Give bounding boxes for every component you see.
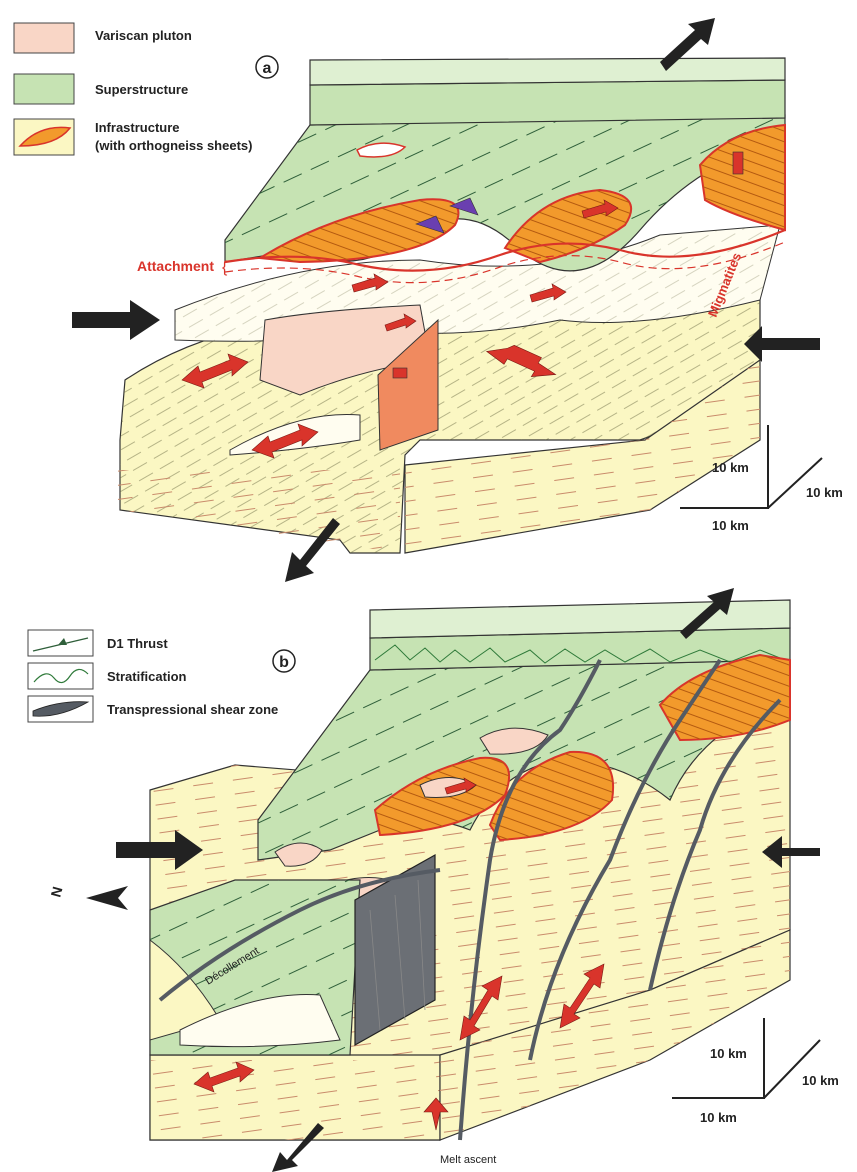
scale-a-horizontal: 10 km <box>712 518 749 533</box>
north-arrow: N <box>47 885 128 910</box>
panel-a-label: a <box>263 60 272 77</box>
superstructure-back <box>310 80 785 125</box>
legend-pluton-text: Variscan pluton <box>95 28 192 43</box>
panel-b-label: b <box>279 654 289 671</box>
legend-stratification-text: Stratification <box>107 669 187 684</box>
legend-infrastructure-subtext: (with orthogneiss sheets) <box>95 138 252 153</box>
legend-swatch-pluton <box>14 23 74 53</box>
scale-b-vertical: 10 km <box>710 1046 747 1061</box>
scale-a-depth: 10 km <box>806 485 843 500</box>
legend-a: Variscan pluton Superstructure Infrastru… <box>14 23 252 155</box>
melt-ascent-label: Melt ascent <box>440 1154 496 1166</box>
panel-a: Variscan pluton Superstructure Infrastru… <box>14 18 843 582</box>
north-arrow-icon <box>86 886 128 910</box>
scale-b-horizontal: 10 km <box>700 1110 737 1125</box>
attachment-label: Attachment <box>137 258 214 274</box>
scale-a-vertical: 10 km <box>712 460 749 475</box>
legend-swatch-superstructure <box>14 74 74 104</box>
legend-thrust-text: D1 Thrust <box>107 636 168 651</box>
panel-b: D1 Thrust Stratification Transpressional… <box>28 588 839 1172</box>
scale-b-depth: 10 km <box>802 1073 839 1088</box>
arrow-east-a <box>72 300 160 340</box>
svg-text:{: { <box>222 259 228 276</box>
legend-shear-text: Transpressional shear zone <box>107 702 278 717</box>
legend-superstructure-text: Superstructure <box>95 82 188 97</box>
legend-b: D1 Thrust Stratification Transpressional… <box>28 630 278 722</box>
north-label: N <box>47 885 65 899</box>
legend-swatch-stratification <box>28 663 93 689</box>
legend-infrastructure-text: Infrastructure <box>95 120 180 135</box>
